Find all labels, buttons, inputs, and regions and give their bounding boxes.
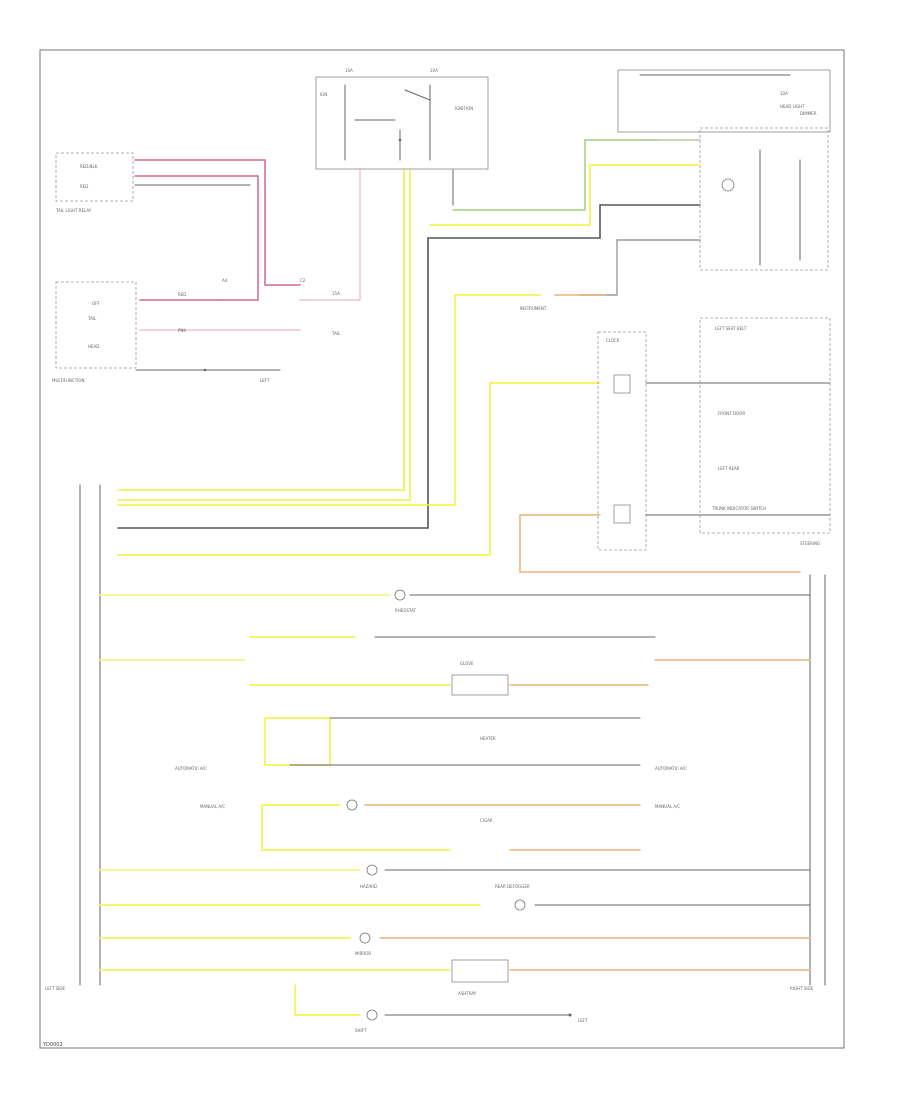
svg-text:HEAD: HEAD [88, 344, 99, 349]
svg-text:CLOCK: CLOCK [606, 338, 620, 343]
svg-text:RED: RED [178, 292, 186, 297]
svg-text:LEFT: LEFT [260, 378, 270, 383]
svg-text:15A: 15A [332, 291, 340, 296]
diagram-frame [39, 49, 845, 1049]
svg-text:STEERING: STEERING [800, 541, 820, 546]
svg-text:IGNITION: IGNITION [455, 106, 473, 111]
svg-text:MANUAL A/C: MANUAL A/C [200, 804, 225, 809]
indicator-switches: LEFT SEAT BELT FRONT DOOR LEFT REAR TRUN… [699, 317, 831, 534]
svg-text:MIRROR: MIRROR [355, 951, 371, 956]
svg-text:RHEOSTAT: RHEOSTAT [395, 608, 417, 613]
svg-text:LEFT: LEFT [578, 1018, 588, 1023]
svg-text:OFF: OFF [92, 301, 100, 306]
svg-text:ASHTRAY: ASHTRAY [458, 991, 477, 996]
svg-text:FRONT DOOR: FRONT DOOR [718, 411, 745, 416]
wire-pnk-vertical [299, 169, 361, 301]
svg-text:CIGAR: CIGAR [480, 818, 493, 823]
wire-red-2 [134, 175, 259, 301]
svg-text:HEATER: HEATER [480, 736, 496, 741]
svg-text:REAR DEFOGGER: REAR DEFOGGER [495, 884, 530, 889]
wire-red-1 [134, 159, 301, 286]
svg-text:HEAD LIGHT: HEAD LIGHT [780, 104, 805, 109]
svg-text:MULTIFUNCTION: MULTIFUNCTION [52, 378, 84, 383]
svg-text:INSTRUMENT: INSTRUMENT [520, 306, 547, 311]
svg-text:MANUAL A/C: MANUAL A/C [655, 804, 680, 809]
svg-text:10A: 10A [780, 91, 788, 96]
svg-text:PNK: PNK [178, 328, 186, 333]
svg-text:HAZARD: HAZARD [360, 884, 377, 889]
footer-code: YD0002 [42, 1042, 63, 1048]
svg-text:GLOVE: GLOVE [460, 661, 474, 666]
svg-text:LEFT REAR: LEFT REAR [718, 466, 740, 471]
svg-text:TAIL: TAIL [87, 316, 97, 321]
dimmer-switch: DIMMER [699, 111, 829, 271]
svg-text:TAIL: TAIL [331, 331, 341, 336]
tail-light-relay: RED/BLK RED TAIL LIGHT RELAY [55, 152, 134, 213]
svg-text:10A: 10A [430, 68, 438, 73]
svg-text:A4: A4 [222, 278, 228, 283]
svg-text:LEFT SIDE: LEFT SIDE [45, 986, 66, 991]
wire-yel-vertical-2 [117, 169, 411, 501]
svg-text:TRUNK INDICATOR SWITCH: TRUNK INDICATOR SWITCH [711, 506, 766, 511]
svg-text:AUTOMATIC A/C: AUTOMATIC A/C [175, 766, 207, 771]
clock-display: CLOCK [597, 331, 647, 551]
svg-text:IGN: IGN [320, 92, 327, 97]
svg-text:LEFT SEAT BELT: LEFT SEAT BELT [715, 326, 747, 331]
multifunction-switch: OFF TAIL HEAD MULTIFUNCTION [52, 281, 137, 383]
headlight-fuse-box: 10A HEAD LIGHT [617, 69, 831, 133]
fuse-relay-box: 10A 10A IGN IGNITION [315, 68, 489, 170]
svg-text:DIMMER: DIMMER [800, 111, 817, 116]
svg-text:SHIFT: SHIFT [355, 1028, 367, 1033]
svg-text:AUTOMATIC A/C: AUTOMATIC A/C [655, 766, 687, 771]
svg-text:TAIL LIGHT RELAY: TAIL LIGHT RELAY [55, 208, 92, 213]
wire-grn [452, 139, 661, 211]
wire-blk-horizontal [117, 204, 701, 529]
svg-text:C2: C2 [300, 278, 306, 283]
svg-text:RED: RED [80, 184, 88, 189]
svg-text:10A: 10A [345, 68, 353, 73]
svg-text:RIGHT SIDE: RIGHT SIDE [790, 986, 814, 991]
wire-yel-vertical-1 [117, 169, 405, 491]
svg-text:RED/BLK: RED/BLK [80, 164, 98, 169]
